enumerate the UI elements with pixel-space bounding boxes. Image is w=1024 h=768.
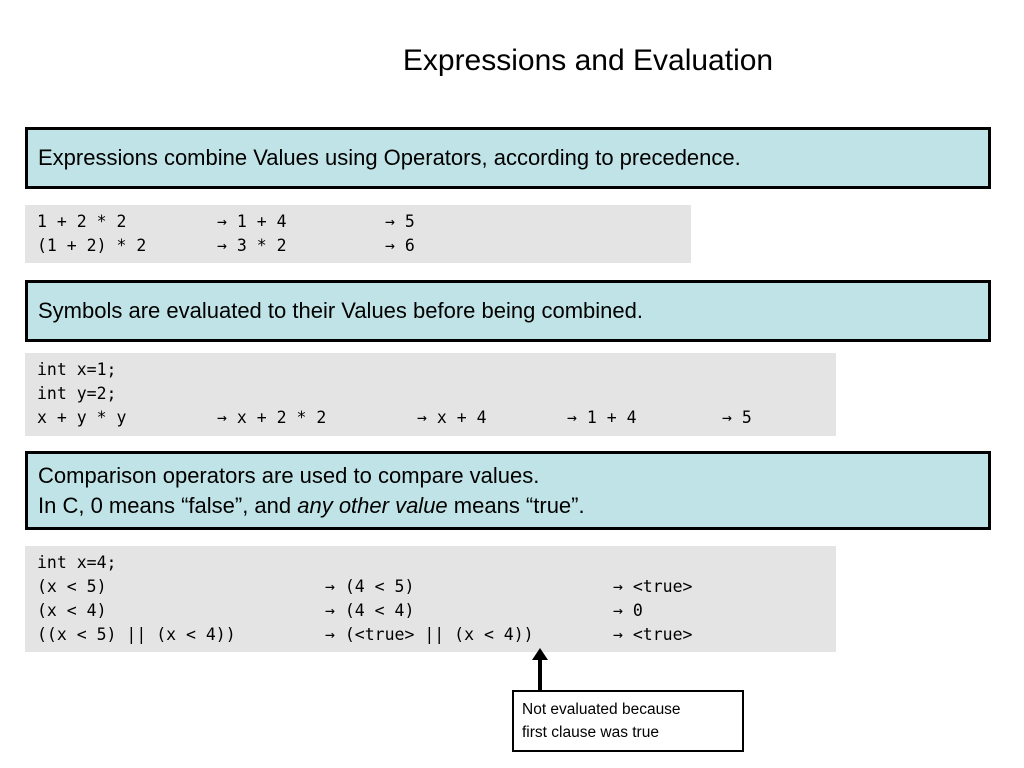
code-line: int x=1; [37,358,824,382]
code-expression: ((x < 5) || (x < 4)) [37,625,236,644]
callout-comparison-line2: In C, 0 means “false”, and any other val… [38,491,978,521]
code-result: → 5 [385,212,415,231]
code-declaration: int y=2; [37,384,117,403]
callout-comparison-line1: Comparison operators are used to compare… [38,462,540,488]
code-declaration: int x=1; [37,360,117,379]
code-result: → 6 [385,236,415,255]
code-step: → x + 4 [417,408,487,427]
code-expression: 1 + 2 * 2 [37,212,127,231]
code-expression: (x < 4) [37,601,107,620]
code-result: → 5 [722,408,752,427]
note-line1: Not evaluated because [522,701,681,718]
code-row: (x < 4) → (4 < 4) → 0 [37,599,824,623]
code-line: int x=4; [37,551,824,575]
code-line: int y=2; [37,382,824,406]
slide-title: Expressions and Evaluation [402,44,774,77]
code-step: → 1 + 4 [217,212,287,231]
callout-symbols: Symbols are evaluated to their Values be… [25,280,991,342]
code-block-symbols: int x=1; int y=2; x + y * y → x + 2 * 2 … [25,353,836,436]
code-declaration: int x=4; [37,553,117,572]
up-arrow-icon [532,648,548,692]
code-block-precedence: 1 + 2 * 2 → 1 + 4 → 5 (1 + 2) * 2 → 3 * … [25,205,691,263]
callout-precedence: Expressions combine Values using Operato… [25,127,991,189]
code-row: x + y * y → x + 2 * 2 → x + 4 → 1 + 4 → … [37,406,824,430]
code-row: ((x < 5) || (x < 4)) → (<true> || (x < 4… [37,623,824,647]
code-step: → (4 < 5) [325,577,415,596]
code-result: → <true> [613,577,693,596]
code-result: → 0 [613,601,643,620]
callout-emphasis: any other value [297,492,448,518]
code-expression: (1 + 2) * 2 [37,236,147,255]
code-step: → (<true> || (x < 4)) [325,625,534,644]
note-line2: first clause was true [522,724,659,741]
note-box: Not evaluated because first clause was t… [512,690,744,752]
code-step: → x + 2 * 2 [217,408,327,427]
code-step: → 1 + 4 [567,408,637,427]
code-row: 1 + 2 * 2 → 1 + 4 → 5 [37,210,679,234]
code-block-comparison: int x=4; (x < 5) → (4 < 5) → <true> (x <… [25,546,836,652]
callout-precedence-text: Expressions combine Values using Operato… [38,145,741,170]
code-row: (x < 5) → (4 < 5) → <true> [37,575,824,599]
callout-text: means “true”. [447,492,585,518]
callout-comparison: Comparison operators are used to compare… [25,451,991,530]
code-step: → 3 * 2 [217,236,287,255]
code-expression: x + y * y [37,408,127,427]
code-result: → <true> [613,625,693,644]
code-expression: (x < 5) [37,577,107,596]
code-row: (1 + 2) * 2 → 3 * 2 → 6 [37,234,679,258]
callout-symbols-text: Symbols are evaluated to their Values be… [38,298,643,323]
code-step: → (4 < 4) [325,601,415,620]
callout-text: In C, 0 means “false”, and [38,492,298,518]
